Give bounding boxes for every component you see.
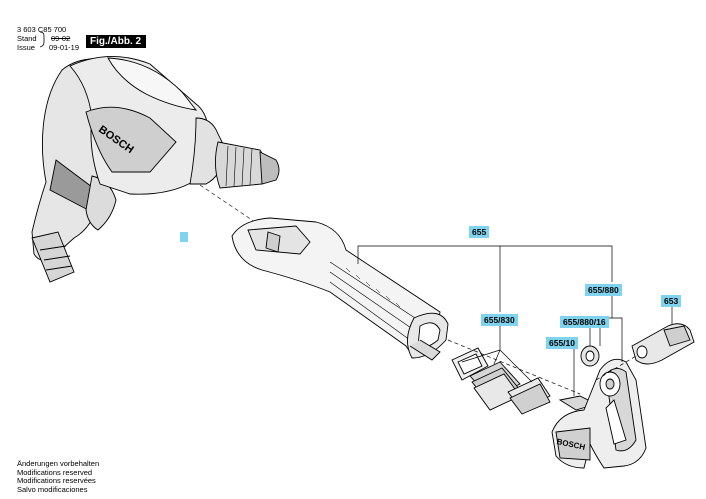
callout-655[interactable]: 655 — [469, 226, 490, 238]
filter-parts — [451, 347, 551, 415]
stand-label: Stand — [17, 34, 37, 43]
callout-655-830[interactable]: 655/830 — [481, 314, 518, 326]
issue-label: Issue — [17, 43, 35, 52]
footer-line: Änderungen vorbehalten — [17, 459, 100, 468]
footer-line: Modifications reserved — [17, 467, 93, 477]
leader-lines — [357, 245, 673, 396]
collector-housing — [551, 358, 647, 469]
footer-line: Salvo modificaciones — [17, 484, 88, 494]
callout-655-10[interactable]: 655/10 — [546, 337, 578, 349]
drill-body — [31, 56, 280, 283]
washer-part — [580, 345, 600, 367]
header-bracket — [39, 31, 45, 48]
drill-axis-line — [199, 184, 256, 223]
footer-line: Modifications reservées — [17, 476, 96, 485]
callout-655-880-16[interactable]: 655/880/16 — [560, 316, 609, 328]
callout-653[interactable]: 653 — [661, 295, 682, 307]
callout-655-880[interactable]: 655/880 — [585, 284, 622, 296]
doc-number: 3 603 C85 700 — [17, 25, 67, 34]
stand-value: 09-02 — [51, 34, 71, 43]
dust-extractor — [231, 217, 449, 361]
clip-part — [631, 323, 695, 365]
issue-value: 09-01-19 — [49, 43, 80, 52]
highlight-marker — [180, 232, 188, 242]
figure-label: Fig./Abb. 2 — [86, 35, 147, 48]
footer-notice: Änderungen vorbehalten Modifications res… — [17, 459, 100, 494]
